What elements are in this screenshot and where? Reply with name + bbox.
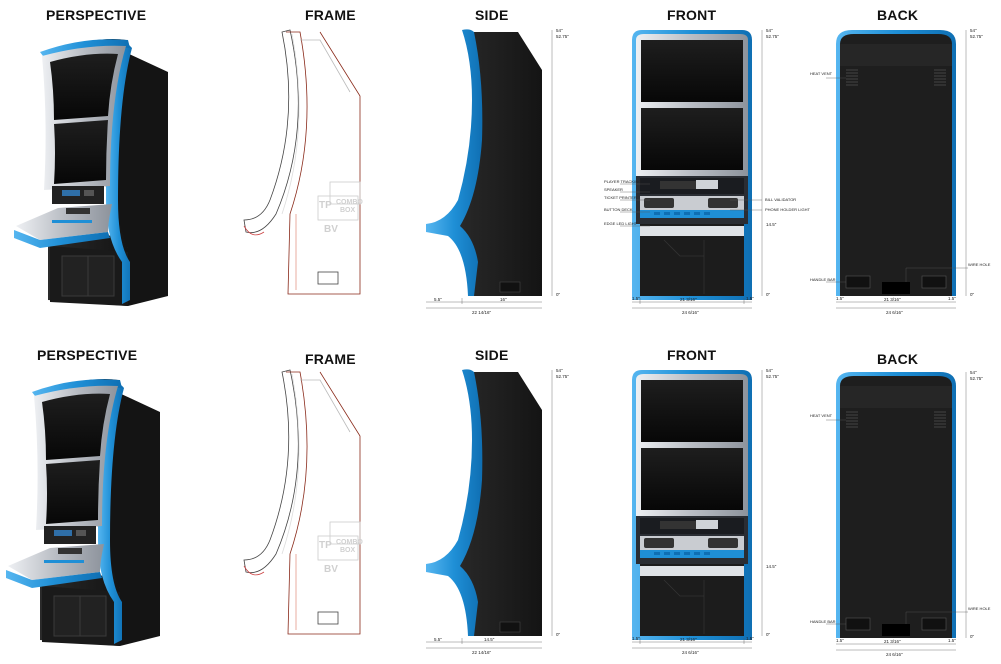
front-dimensions-1 (620, 30, 763, 309)
frame-label-bv: BV (324, 224, 338, 235)
frame-view-2 (243, 369, 361, 635)
frame-label-combo: COMBO (336, 539, 363, 546)
back-view-2 (835, 371, 957, 639)
back-dim-top: 54" (970, 370, 977, 375)
front-dim-center: 21 3/16" (680, 637, 697, 642)
back-dim-center: 21 3/16" (884, 639, 901, 644)
back-dim-top: 54" (970, 28, 977, 33)
side-dimensions-2 (426, 370, 553, 649)
side-view-1 (425, 29, 543, 297)
front-dim-total: 24 6/16" (682, 310, 699, 315)
title-perspective-1: PERSPECTIVE (46, 7, 147, 23)
frame-label-bv: BV (324, 564, 338, 575)
side-dim-upper: 52.75" (556, 34, 569, 39)
front-view-1 (631, 29, 753, 301)
callout-phone-holder-light: PHONE HOLDER LIGHT (765, 207, 810, 212)
title-frame-1: FRAME (305, 7, 356, 23)
callout-speaker: SPEAKER (604, 187, 623, 192)
side-view-2 (425, 369, 543, 637)
callout-wire-hole: WIRE HOLE (968, 606, 991, 611)
side-dim-left: 5.5" (434, 297, 442, 302)
side-dimensions-1 (426, 30, 553, 309)
frame-label-tp: TP (319, 200, 332, 211)
front-callouts-1: PLAYER TRACKING SPEAKER TICKET PRINTER B… (604, 179, 810, 226)
front-dim-upper: 52.75" (766, 34, 779, 39)
title-side-1: SIDE (475, 7, 509, 23)
front-dim-left: 1.5" (632, 296, 640, 301)
back-dim-bottom: 0" (970, 634, 975, 639)
side-dim-bottom: 0" (556, 292, 561, 297)
side-dim-bottom: 0" (556, 632, 561, 637)
side-dim-mid: 16" (500, 297, 507, 302)
front-dim-mid: 14.5" (766, 564, 777, 569)
callout-handle-bar: HANDLE BAR (810, 619, 836, 624)
back-dim-upper: 52.75" (970, 376, 983, 381)
back-dimensions-2 (826, 372, 968, 651)
back-dim-left: 1.5" (836, 296, 844, 301)
title-front-2: FRONT (667, 347, 717, 363)
side-dim-left: 5.5" (434, 637, 442, 642)
side-dim-total: 22 14/16" (472, 650, 492, 655)
front-dim-bottom: 0" (766, 292, 771, 297)
front-dim-total: 24 6/16" (682, 650, 699, 655)
frame-labels-2: TP COMBO BOX BV (319, 539, 363, 575)
callout-edge-led-light: EDGE LED LIGHT (604, 221, 638, 226)
frame-label-combo: COMBO (336, 199, 363, 206)
front-dim-top: 54" (766, 28, 773, 33)
title-front-1: FRONT (667, 7, 717, 23)
frame-labels-1: TP COMBO BOX BV (319, 199, 363, 235)
side-dim-upper: 52.75" (556, 374, 569, 379)
title-side-2: SIDE (475, 347, 509, 363)
back-dim-bottom: 0" (970, 292, 975, 297)
side-dim-mid: 14.5" (484, 637, 495, 642)
front-view-2 (631, 369, 753, 641)
frame-label-box: BOX (340, 207, 356, 214)
front-dim-right: 1.5" (746, 636, 754, 641)
frame-label-box: BOX (340, 547, 356, 554)
frame-label-tp: TP (319, 540, 332, 551)
title-back-2: BACK (877, 351, 919, 367)
callout-wire-hole: WIRE HOLE (968, 262, 991, 267)
front-dim-upper: 52.75" (766, 374, 779, 379)
callout-heat-vent: HEAT VENT (810, 71, 833, 76)
title-frame-2: FRAME (305, 351, 356, 367)
side-dim-total: 22 14/16" (472, 310, 492, 315)
back-dim-right: 1.5" (948, 638, 956, 643)
side-dim-top: 54" (556, 28, 563, 33)
front-dim-bottom: 0" (766, 632, 771, 637)
back-dim-center: 21 3/16" (884, 297, 901, 302)
back-dim-left: 1.5" (836, 638, 844, 643)
side-dim-top: 54" (556, 368, 563, 373)
front-dim-left: 1.5" (632, 636, 640, 641)
back-dim-total: 24 6/16" (886, 310, 903, 315)
title-back-1: BACK (877, 7, 919, 23)
callout-bill-validator: BILL VALIDATOR (765, 197, 796, 202)
title-perspective-2: PERSPECTIVE (37, 347, 138, 363)
back-dimensions-1 (826, 30, 968, 309)
front-dim-top: 54" (766, 368, 773, 373)
back-dim-total: 24 6/16" (886, 652, 903, 657)
callout-ticket-printer: TICKET PRINTER (604, 195, 637, 200)
front-dim-right: 1.5" (746, 296, 754, 301)
frame-view-1 (243, 29, 361, 295)
back-dim-right: 1.5" (948, 296, 956, 301)
perspective-view-2 (0, 378, 161, 647)
callout-handle-bar: HANDLE BAR (810, 277, 836, 282)
callout-heat-vent: HEAT VENT (810, 413, 833, 418)
perspective-view-1 (0, 38, 169, 307)
callout-button-deck: BUTTON DECK (604, 207, 633, 212)
callout-player-tracking: PLAYER TRACKING (604, 179, 641, 184)
back-dim-upper: 52.75" (970, 34, 983, 39)
front-dim-center: 21 3/16" (680, 297, 697, 302)
back-view-1 (835, 29, 957, 297)
front-dimensions-2 (632, 370, 763, 649)
front-dim-mid: 14.5" (766, 222, 777, 227)
